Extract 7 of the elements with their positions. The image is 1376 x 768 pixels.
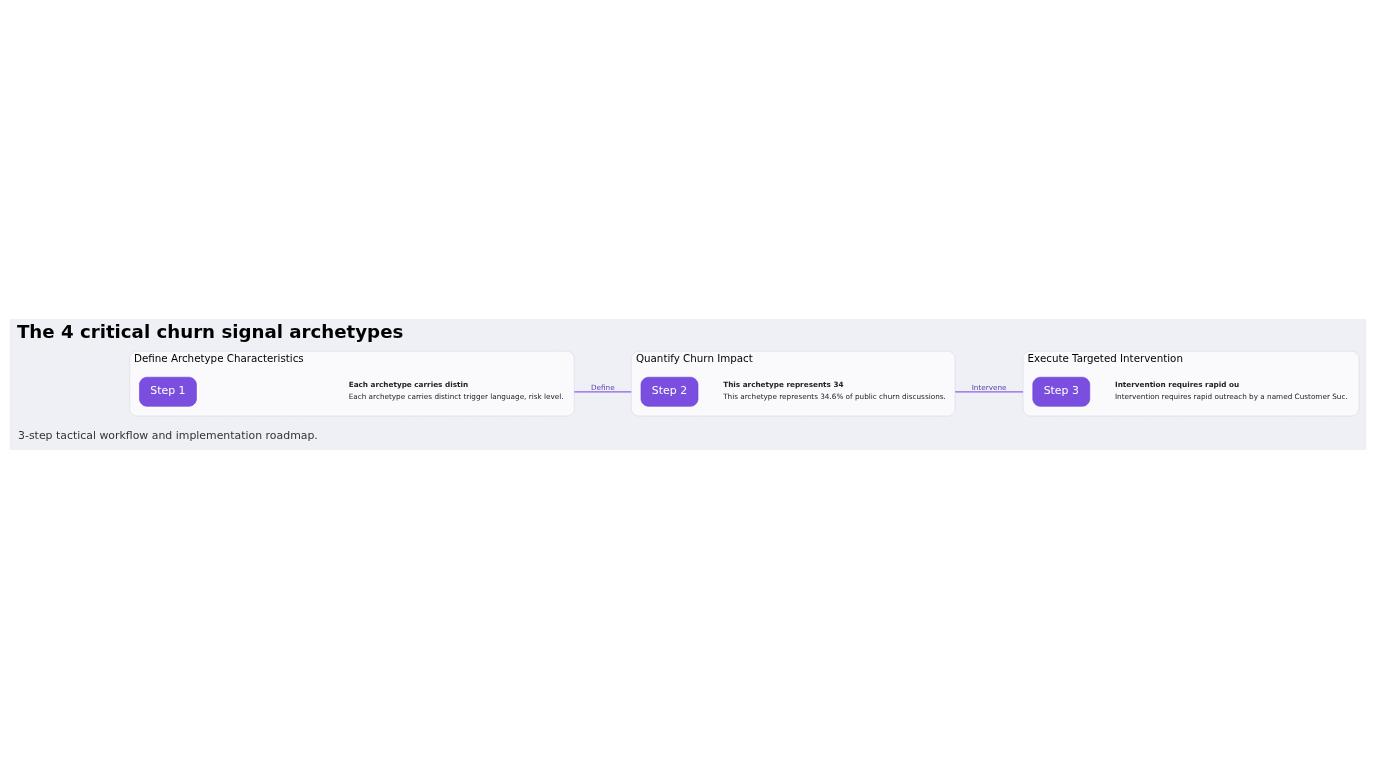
node-box: Step 3 [1032, 376, 1091, 407]
node-box: Step 1 [139, 376, 197, 407]
connector [954, 390, 1024, 392]
label: 3-step tactical workflow and implementation roadmap. [18, 428, 318, 442]
node-box: Step 2 [640, 376, 699, 407]
connector [573, 390, 632, 392]
diagram-title: The 4 critical churn signal archetypes [16, 320, 404, 342]
